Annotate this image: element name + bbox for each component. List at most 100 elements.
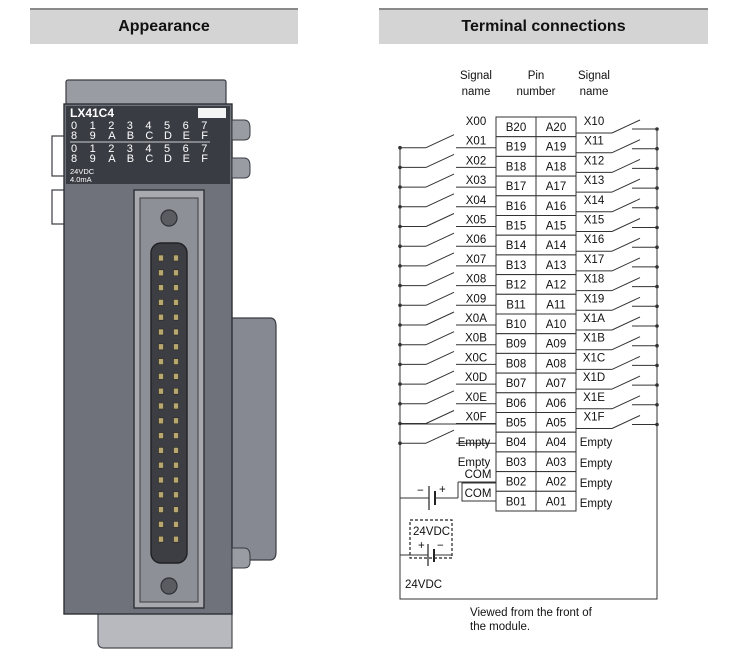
signal-left-label: X00: [466, 116, 486, 128]
module-rating-voltage: 24VDC: [70, 167, 95, 176]
signal-left-label: Empty: [458, 457, 491, 469]
led-label: 9: [90, 130, 96, 142]
signal-name-left-line1: Signal: [460, 70, 492, 82]
signal-left-label: X0A: [465, 313, 487, 325]
left-junction-dot: [398, 421, 402, 426]
left-switch-contact: [425, 173, 455, 188]
left-switch-contact: [425, 252, 455, 267]
connector-pin-hole: [173, 506, 179, 513]
left-junction-dot: [398, 402, 402, 406]
pin-number-a: A18: [546, 161, 566, 173]
module-bottom-foot: [97, 611, 233, 649]
signal-left-label: X0E: [465, 392, 487, 404]
led-label: 9: [90, 153, 96, 165]
led-label: 3: [127, 143, 133, 155]
led-label: 2: [108, 143, 114, 155]
pin-number-a: A06: [546, 398, 566, 410]
led-label: B: [127, 153, 134, 165]
module-illustration: [51, 79, 277, 649]
signal-right-label: X17: [584, 254, 604, 266]
signal-right-label: Empty: [580, 458, 613, 470]
led-panel: [66, 106, 230, 184]
led-label: D: [164, 130, 172, 142]
signal-left-label: X0C: [465, 352, 487, 364]
lower-latch: [231, 547, 251, 569]
pin-number-a: A11: [546, 299, 566, 311]
module-rating-current: 4.0mA: [70, 175, 92, 184]
connector-pin-hole: [158, 447, 164, 454]
signal-right-label: X18: [584, 274, 604, 286]
battery-minus-sign: −: [417, 485, 424, 497]
led-label: 7: [201, 120, 207, 132]
left-junction-dot: [398, 205, 402, 209]
connector-pin-hole: [173, 402, 179, 410]
right-junction-dot: [655, 304, 659, 309]
connector-pin-hole: [173, 476, 179, 484]
connector-pin-hole: [158, 313, 164, 321]
left-switch-contact: [425, 331, 455, 346]
connector-pin-hole: [173, 461, 179, 469]
right-switch-contact: [611, 395, 641, 410]
pin-number-a: A03: [546, 457, 566, 469]
pin-number-b: B07: [506, 378, 526, 390]
right-junction-dot: [655, 225, 659, 230]
connector-pin-hole: [158, 461, 164, 469]
left-junction-dot: [398, 185, 402, 189]
pin-number-b: B12: [506, 280, 526, 292]
signal-left-label: X03: [466, 175, 486, 187]
module-side-latch: [227, 317, 277, 561]
signal-left-label: X01: [466, 136, 486, 148]
right-switch-contact: [611, 158, 641, 173]
module-model: LX41C4: [70, 106, 114, 120]
right-junction-dot: [655, 343, 659, 348]
pin-number-a: A17: [546, 181, 566, 193]
left-switch-contact: [425, 193, 455, 208]
led-label: 0: [71, 120, 77, 132]
left-switch-contact: [425, 134, 455, 149]
connector-pin-hole: [173, 299, 179, 306]
pin-number-a: A14: [546, 240, 567, 252]
connector-pin-hole: [158, 343, 164, 351]
pin-number-a: A16: [546, 201, 566, 213]
supply-label: 24VDC: [405, 579, 442, 591]
right-junction-dot: [655, 324, 659, 328]
right-junction-dot: [655, 284, 659, 289]
left-junction-dot: [398, 224, 402, 229]
connector-pin-hole: [158, 284, 164, 291]
pin-number-a: A02: [546, 477, 566, 489]
pin-number-b: B05: [506, 418, 526, 430]
table-headers: Signal name Pin number Signal name: [460, 70, 610, 98]
pin-number-b: B17: [506, 181, 526, 193]
signal-right-label: X1E: [583, 392, 605, 404]
signal-right-label: X12: [584, 155, 604, 167]
left-switch-contact: [425, 153, 455, 168]
signal-left-label: COM: [465, 469, 492, 481]
connector-pin-hole: [158, 299, 164, 306]
left-junction-dot: [398, 342, 402, 347]
right-switch-contact: [611, 257, 641, 272]
led-label: 5: [164, 143, 170, 155]
pin-number-a: A09: [546, 339, 566, 351]
pin-number-b: B11: [506, 299, 526, 311]
upper-latch-bottom: [231, 157, 251, 179]
pin-number-line1: Pin: [528, 70, 545, 82]
led-label: 4: [145, 120, 151, 132]
pin-number-b: B01: [506, 496, 526, 508]
connector-socket: [150, 242, 188, 564]
left-switch-contact: [425, 350, 455, 365]
left-switch-contact: [425, 232, 455, 247]
signal-right-label: Empty: [580, 437, 613, 449]
signal-left-label: X02: [466, 155, 486, 167]
connector-screw-bottom: [160, 577, 178, 595]
footnote-line2: the module.: [470, 621, 530, 633]
left-junction-dot: [398, 303, 402, 308]
signal-left-label: X0F: [465, 412, 486, 424]
signal-left-label: COM: [465, 488, 492, 500]
signal-name-right-line2: name: [580, 86, 609, 98]
left-switch-contact: [425, 390, 455, 405]
signal-right-label: Empty: [580, 478, 613, 490]
signal-left-label: X0D: [465, 372, 487, 384]
pin-number-b: B18: [506, 161, 526, 173]
led-label: C: [145, 153, 153, 165]
